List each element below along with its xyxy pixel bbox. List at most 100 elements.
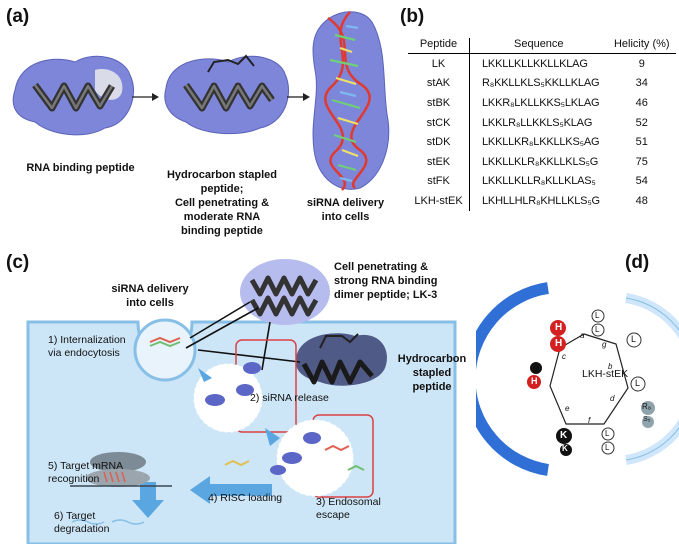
residue-leu (601, 427, 615, 441)
cell-peptide: stEK (426, 155, 451, 168)
caption-sirna-delivery: siRNA delivery into cells (298, 196, 393, 224)
table-row: LK LKKLLKLLKKLLKLAG 9 (408, 53, 676, 74)
table-row: stEK LKKLLKLR₈KKLLKLS₅G 75 (408, 151, 676, 172)
endosome-release (193, 363, 263, 433)
stapled-peptide-surface (164, 54, 290, 135)
cell-helicity: 52 (635, 116, 648, 129)
cell-peptide: stAK (426, 77, 451, 90)
cell-sequence: LKHLLHLR₈KHLLKLS₅G (469, 191, 608, 211)
panel-label-c: (c) (6, 252, 30, 273)
dimer-title-line1: Cell penetrating & (334, 261, 429, 273)
caption-stapled-line2: peptide; (200, 183, 244, 195)
wheel-center-label: LKH-stEK (582, 368, 629, 380)
residue-leu (626, 332, 642, 348)
sirna-delivery-label: siRNA delivery into cells (100, 282, 200, 310)
sirna-delivery-line2: into cells (126, 297, 174, 309)
header-sequence: Sequence (469, 38, 608, 54)
residue-lys (560, 444, 572, 456)
cell-helicity: 51 (635, 136, 648, 149)
panel-label-a: (a) (6, 6, 30, 27)
cell-peptide: stBK (426, 96, 451, 109)
wheel-pos-e: e (565, 404, 570, 413)
residue-r8 (641, 401, 655, 415)
pathway-arrows (132, 368, 280, 518)
step-5-label: 5) Target mRNA recognition (48, 460, 123, 486)
step-3-line1: 3) Endosomal (316, 496, 381, 508)
stapled-label-line2: stapled (412, 367, 452, 379)
wheel-leu-letter: L (595, 325, 600, 334)
helical-wheel (476, 282, 679, 476)
residue-leu (630, 376, 646, 392)
panel-a-graphics (12, 11, 390, 191)
wheel-his-letter: H (531, 376, 538, 386)
wheel-pos-f: f (588, 416, 591, 425)
caption-rna-binding-peptide: RNA binding peptide (26, 162, 135, 174)
residue-leu (601, 441, 615, 455)
cell-helicity: 34 (635, 77, 648, 90)
dimer-peptide-title: Cell penetrating & strong RNA binding di… (334, 260, 470, 302)
residue-s5 (642, 416, 654, 428)
table-row: LKH-stEK LKHLLHLR₈KHLLKLS₅G 48 (408, 191, 676, 211)
wheel-leu-letter: L (631, 334, 637, 344)
sirna-fragments (149, 336, 365, 471)
table-row: stFK LKKLLKLLR₈KLLKLAS₅ 54 (408, 171, 676, 192)
wheel-his-letter: H (555, 338, 563, 349)
cell-sequence: LKKR₈LKLLKKS₅LKLAG (469, 93, 608, 113)
table-header-row: Peptide Sequence Helicity (%) (408, 38, 676, 54)
residue-his (550, 320, 566, 336)
step-1-label: 1) Internalization via endocytosis (48, 334, 126, 360)
wheel-pos-c: c (562, 352, 566, 361)
hydrophilic-arc (476, 282, 549, 476)
wheel-heptagon (549, 333, 629, 425)
endosome-vesicle (133, 318, 197, 382)
panel-c-graphics (26, 259, 457, 544)
stapled-peptide-icon (295, 333, 387, 386)
wheel-s5-letter: S₅ (643, 416, 651, 423)
wheel-leu-letter: L (605, 429, 610, 438)
header-helicity: Helicity (%) (607, 38, 676, 54)
table-row: stAK R₈KKLLKLS₅KKLLKLAG 34 (408, 73, 676, 94)
dimer-peptide-lk3 (240, 259, 330, 325)
wheel-leu-letter: L (595, 311, 600, 320)
caption-stapled-line5: binding peptide (181, 225, 263, 237)
wheel-pos-d: d (610, 394, 615, 403)
step-6-label: 6) Target degradation (54, 510, 109, 536)
caption-sirna-line1: siRNA delivery (306, 197, 385, 209)
degraded-mrna (71, 519, 145, 525)
arrow-a1 (132, 93, 159, 101)
peptide-table: Peptide Sequence Helicity (%) LK LKKLLKL… (408, 38, 676, 211)
cell-helicity: 54 (635, 175, 648, 188)
cell-sequence: LKKLLKR₈LKKLLKS₅AG (469, 132, 608, 152)
table-row: stCK LKKLR₈LLKKLS₅KLAG 52 (408, 112, 676, 133)
wheel-pos-b: b (608, 362, 613, 371)
step-5-line1: 5) Target mRNA (48, 460, 124, 472)
rna-binding-peptide-surface (12, 55, 135, 136)
cell-helicity: 46 (635, 96, 648, 109)
dimer-title-line3: dimer peptide; LK-3 (334, 289, 438, 301)
dimer-title-line2: strong RNA binding (334, 275, 438, 287)
step-3-label: 3) Endosomal escape (316, 496, 381, 522)
table-row: stBK LKKR₈LKLLKKS₅LKLAG 46 (408, 93, 676, 113)
cell-sequence: LKKLR₈LLKKLS₅KLAG (469, 112, 608, 133)
risc-complex (70, 452, 172, 487)
caption-stapled-line4: moderate RNA (183, 211, 261, 223)
stapled-label-line1: Hydrocarbon (397, 353, 467, 365)
peptide-clusters (205, 362, 321, 475)
cell-sequence: LKKLLKLLKKLLKLAG (469, 53, 608, 74)
caption-sirna-line2: into cells (321, 211, 370, 223)
residue-leu (591, 323, 605, 337)
residue-lys (530, 362, 542, 374)
cell-helicity: 75 (635, 155, 648, 168)
cell-sequence: R₈KKLLKLS₅KKLLKLAG (469, 73, 608, 94)
wheel-pos-a: a (580, 331, 585, 340)
step-1-line2: via endocytosis (48, 347, 120, 359)
cell-sequence: LKKLLKLLR₈KLLKLAS₅ (469, 171, 608, 192)
delivery-arrows (185, 301, 301, 371)
step-1-line1: 1) Internalization (48, 334, 126, 346)
wheel-r8-letter: R₈ (642, 402, 652, 411)
cell-helicity: 9 (638, 57, 645, 70)
residue-leu (591, 309, 605, 323)
residue-lys (556, 428, 572, 444)
cell-peptide: LK (431, 57, 446, 70)
wheel-pos-g: g (602, 340, 607, 349)
